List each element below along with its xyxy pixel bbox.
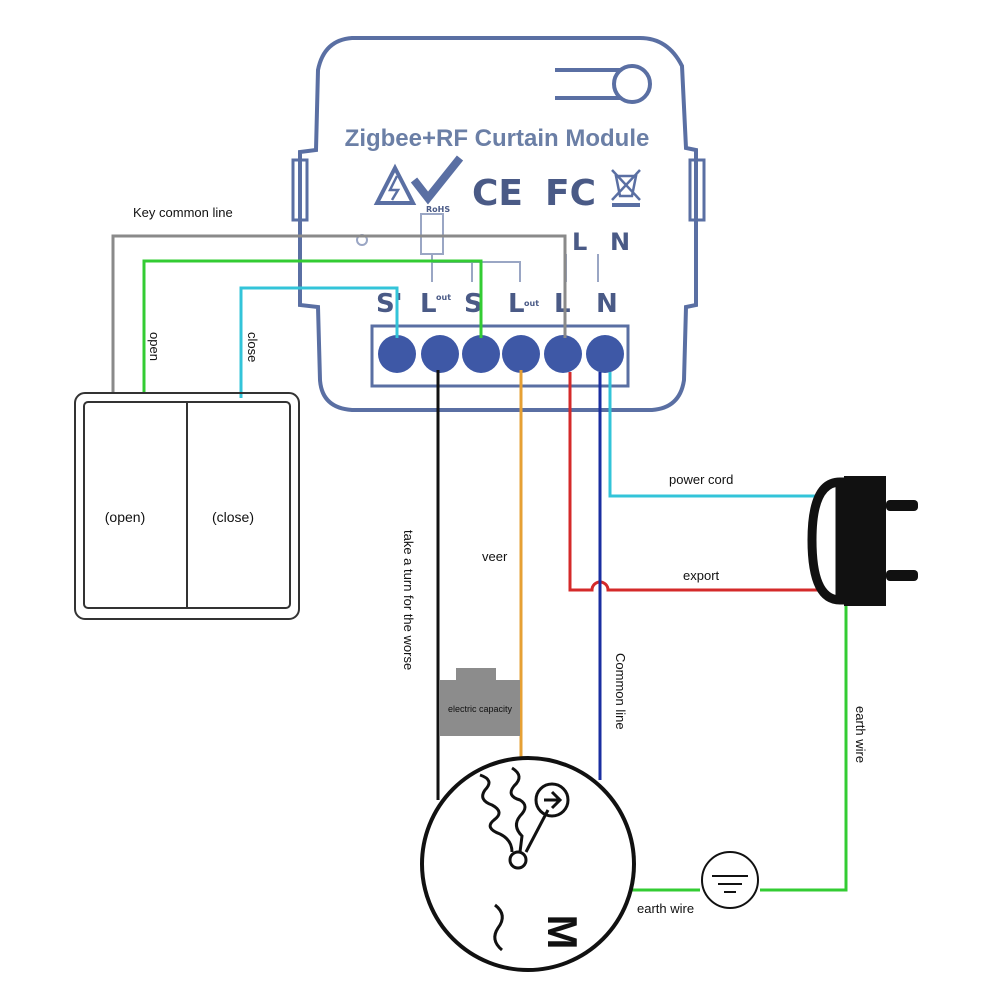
switch-open-key: (open) [105, 509, 145, 525]
terminal-s [462, 335, 500, 373]
svg-text:RoHS: RoHS [426, 205, 450, 214]
terminal-label-l: L [554, 289, 571, 319]
earth-wire-bottom-label: earth wire [637, 901, 694, 916]
ground-icon [701, 851, 759, 909]
open-wire-label: open [147, 332, 162, 361]
key-common-line-label: Key common line [133, 205, 233, 220]
fc-mark: FC [545, 173, 596, 214]
module-body [298, 36, 698, 412]
close-wire-label: close [245, 332, 260, 362]
capacitor-cap [456, 668, 496, 682]
common-line-label: Common line [613, 653, 628, 730]
key-common-wire [111, 234, 567, 392]
wires [111, 234, 848, 892]
terminal-sub-out-2: out [524, 299, 539, 308]
module-right-clip [688, 158, 706, 222]
curtain-module: Zigbee+RF Curtain Module RoHS CE FC L N [291, 36, 706, 412]
module-left-clip [291, 158, 309, 222]
terminal-screws [378, 335, 624, 373]
switch-plate [74, 392, 300, 620]
module-title: Zigbee+RF Curtain Module [345, 125, 650, 152]
terminal-label-s: S [464, 289, 483, 319]
plug-icon [807, 476, 918, 606]
close-wire [239, 286, 399, 398]
internal-schematic [356, 213, 599, 282]
capacitor-body [440, 680, 520, 736]
terminal-l-out-2 [502, 335, 540, 373]
earth-wire-vertical-label: earth wire [853, 706, 868, 763]
motor: M [420, 756, 636, 972]
earth-wire-right [760, 596, 848, 892]
capacitor: electric capacity [440, 668, 520, 736]
turn-wire-label: take a turn for the worse [401, 530, 416, 670]
module-screw-hole-icon [555, 64, 652, 104]
power-cord-label: power cord [669, 472, 733, 487]
capacitor-label: electric capacity [448, 704, 513, 714]
ce-mark: CE [472, 173, 523, 214]
rohs-check-icon: RoHS [410, 155, 464, 214]
terminal-label-s-prime: S' [376, 289, 403, 319]
terminal-n [586, 335, 624, 373]
export-label: export [683, 568, 720, 583]
open-wire [142, 259, 483, 392]
terminal-s-prime [378, 335, 416, 373]
motor-housing [420, 756, 636, 972]
wall-switch: (open) (close) [74, 392, 300, 620]
top-terminal-n: N [610, 228, 630, 256]
motor-symbol: M [539, 915, 586, 950]
terminal-label-l-out-1: L [420, 289, 437, 319]
terminal-label-n: N [596, 289, 618, 319]
terminal-l [544, 335, 582, 373]
switch-close-key: (close) [212, 509, 254, 525]
terminal-label-l-out-2: L [508, 289, 525, 319]
terminal-l-out-1 [421, 335, 459, 373]
power-cord-wire [608, 372, 826, 498]
weee-bin-icon [611, 169, 641, 207]
motor-coil-icon [479, 766, 570, 952]
terminal-sub-out-1: out [436, 293, 451, 302]
terminal-block [370, 324, 630, 388]
veer-label: veer [482, 549, 508, 564]
top-terminal-l: L [572, 228, 587, 256]
warning-icon [373, 163, 417, 205]
